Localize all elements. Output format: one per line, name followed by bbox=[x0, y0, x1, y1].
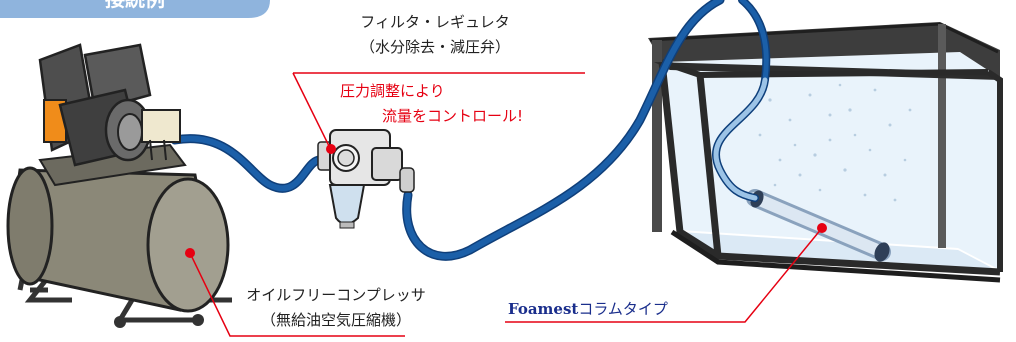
filter-regulator-title: フィルタ・レギュレタ bbox=[360, 13, 509, 31]
filter-regulator-subtitle: （水分除去・減圧弁） bbox=[360, 38, 510, 56]
compressor-subtitle: （無給油空気圧縮機） bbox=[261, 311, 411, 329]
product-label: Foamestコラムタイプ bbox=[508, 300, 668, 318]
diffuser-dot bbox=[817, 223, 827, 233]
pressure-note-line2: 流量をコントロール! bbox=[382, 107, 523, 125]
filter-dot bbox=[326, 144, 336, 154]
compressor-title: オイルフリーコンプレッサ bbox=[246, 286, 426, 304]
leader-lines bbox=[189, 72, 823, 337]
product-type: コラムタイプ bbox=[578, 300, 668, 318]
oil-free-compressor bbox=[6, 43, 232, 328]
leader-dots bbox=[185, 144, 827, 258]
pressure-note-line1: 圧力調整により bbox=[340, 82, 445, 100]
compressor-dot bbox=[185, 248, 195, 258]
product-brand: Foamest bbox=[508, 300, 578, 318]
header-tab: 接続例 bbox=[0, 0, 270, 18]
header-tab-label: 接続例 bbox=[105, 0, 165, 11]
aquarium-tank bbox=[648, 22, 1003, 283]
air-hoses bbox=[170, 0, 771, 261]
